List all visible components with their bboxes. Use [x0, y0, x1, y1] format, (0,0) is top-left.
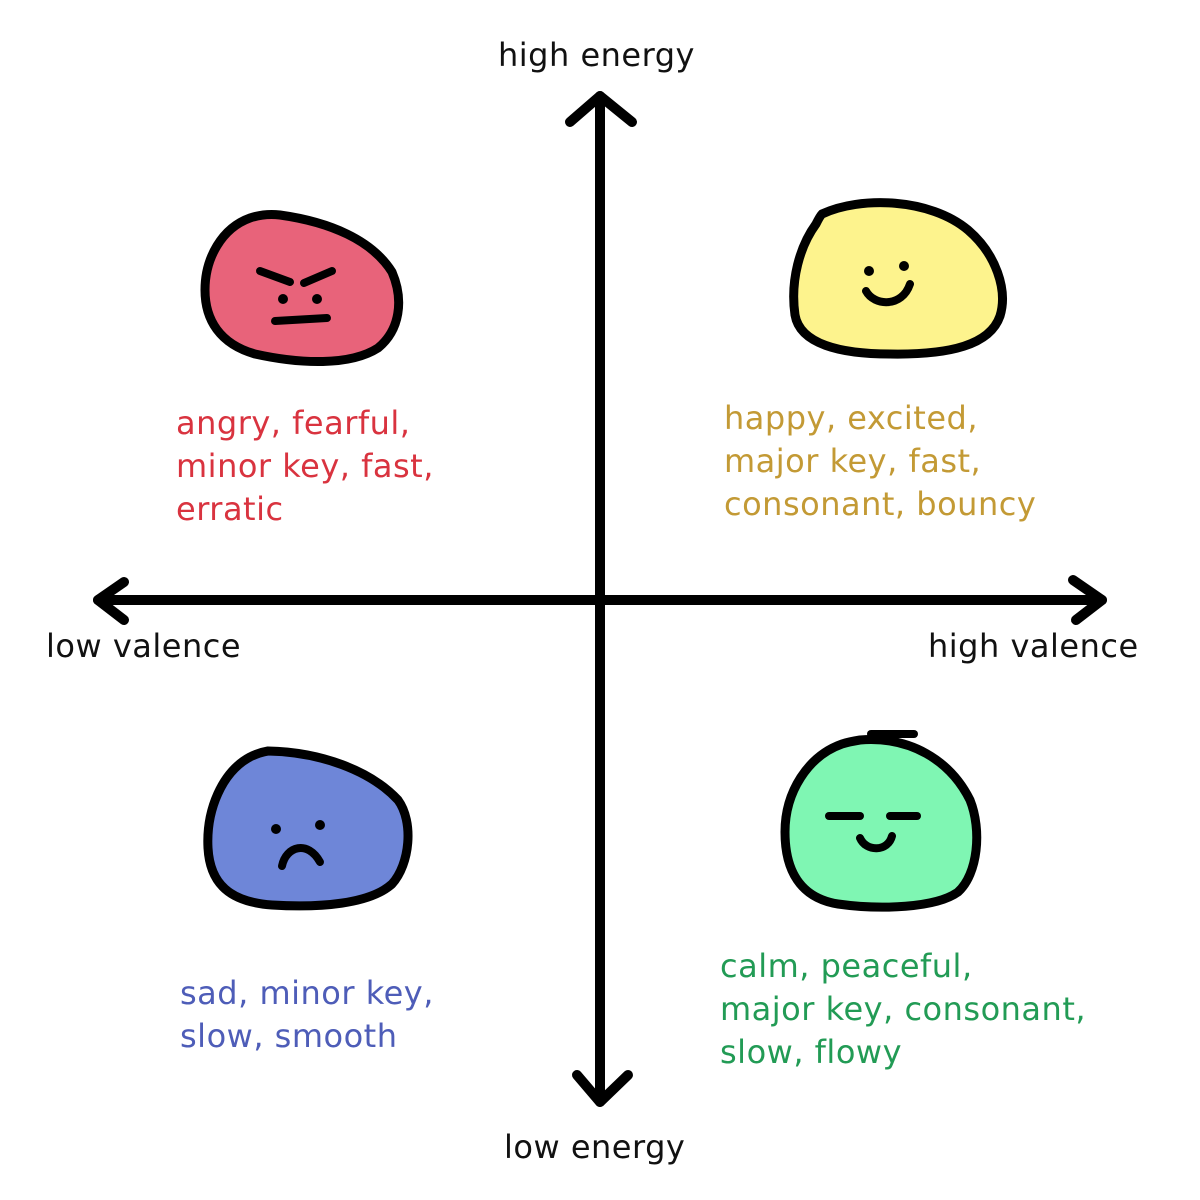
right-axis-label: high valence	[928, 627, 1139, 665]
sad-description: sad, minor key, slow, smooth	[180, 972, 434, 1058]
happy-description-line: major key, fast,	[724, 442, 982, 480]
angry-description: angry, fearful, minor key, fast, erratic	[176, 402, 434, 531]
happy-description: happy, excited, major key, fast, consona…	[724, 397, 1036, 526]
calm-description-line: calm, peaceful,	[720, 947, 973, 985]
sad-description-line: sad, minor key,	[180, 974, 434, 1012]
happy-face-body	[789, 198, 1007, 359]
sad-face-icon	[203, 746, 413, 911]
happy-description-line: consonant, bouncy	[724, 485, 1037, 523]
sad-description-line: slow, smooth	[180, 1017, 398, 1055]
angry-face-icon	[200, 209, 404, 366]
calm-description: calm, peaceful, major key, consonant, sl…	[720, 945, 1086, 1074]
calm-description-line: major key, consonant,	[720, 990, 1087, 1028]
vertical-axis-bottom-arrowhead	[572, 1070, 633, 1107]
angry-description-line: angry, fearful,	[176, 404, 411, 442]
top-axis-label: high energy	[498, 36, 695, 74]
axes	[93, 91, 1107, 1107]
calm-description-line: slow, flowy	[720, 1033, 902, 1071]
vertical-axis-top-arrowhead	[565, 91, 637, 127]
sad-face-body	[203, 746, 413, 911]
calm-face-icon	[780, 730, 982, 912]
left-axis-label: low valence	[46, 627, 241, 665]
happy-face-icon	[789, 198, 1007, 359]
angry-description-line: erratic	[176, 490, 284, 528]
horizontal-axis-right-arrowhead	[1068, 575, 1107, 625]
bottom-axis-label: low energy	[504, 1128, 686, 1166]
angry-face-body	[200, 209, 404, 366]
horizontal-axis-left-arrowhead	[93, 577, 129, 625]
happy-description-line: happy, excited,	[724, 399, 978, 437]
calm-face-body	[780, 735, 982, 912]
angry-description-line: minor key, fast,	[176, 447, 434, 485]
